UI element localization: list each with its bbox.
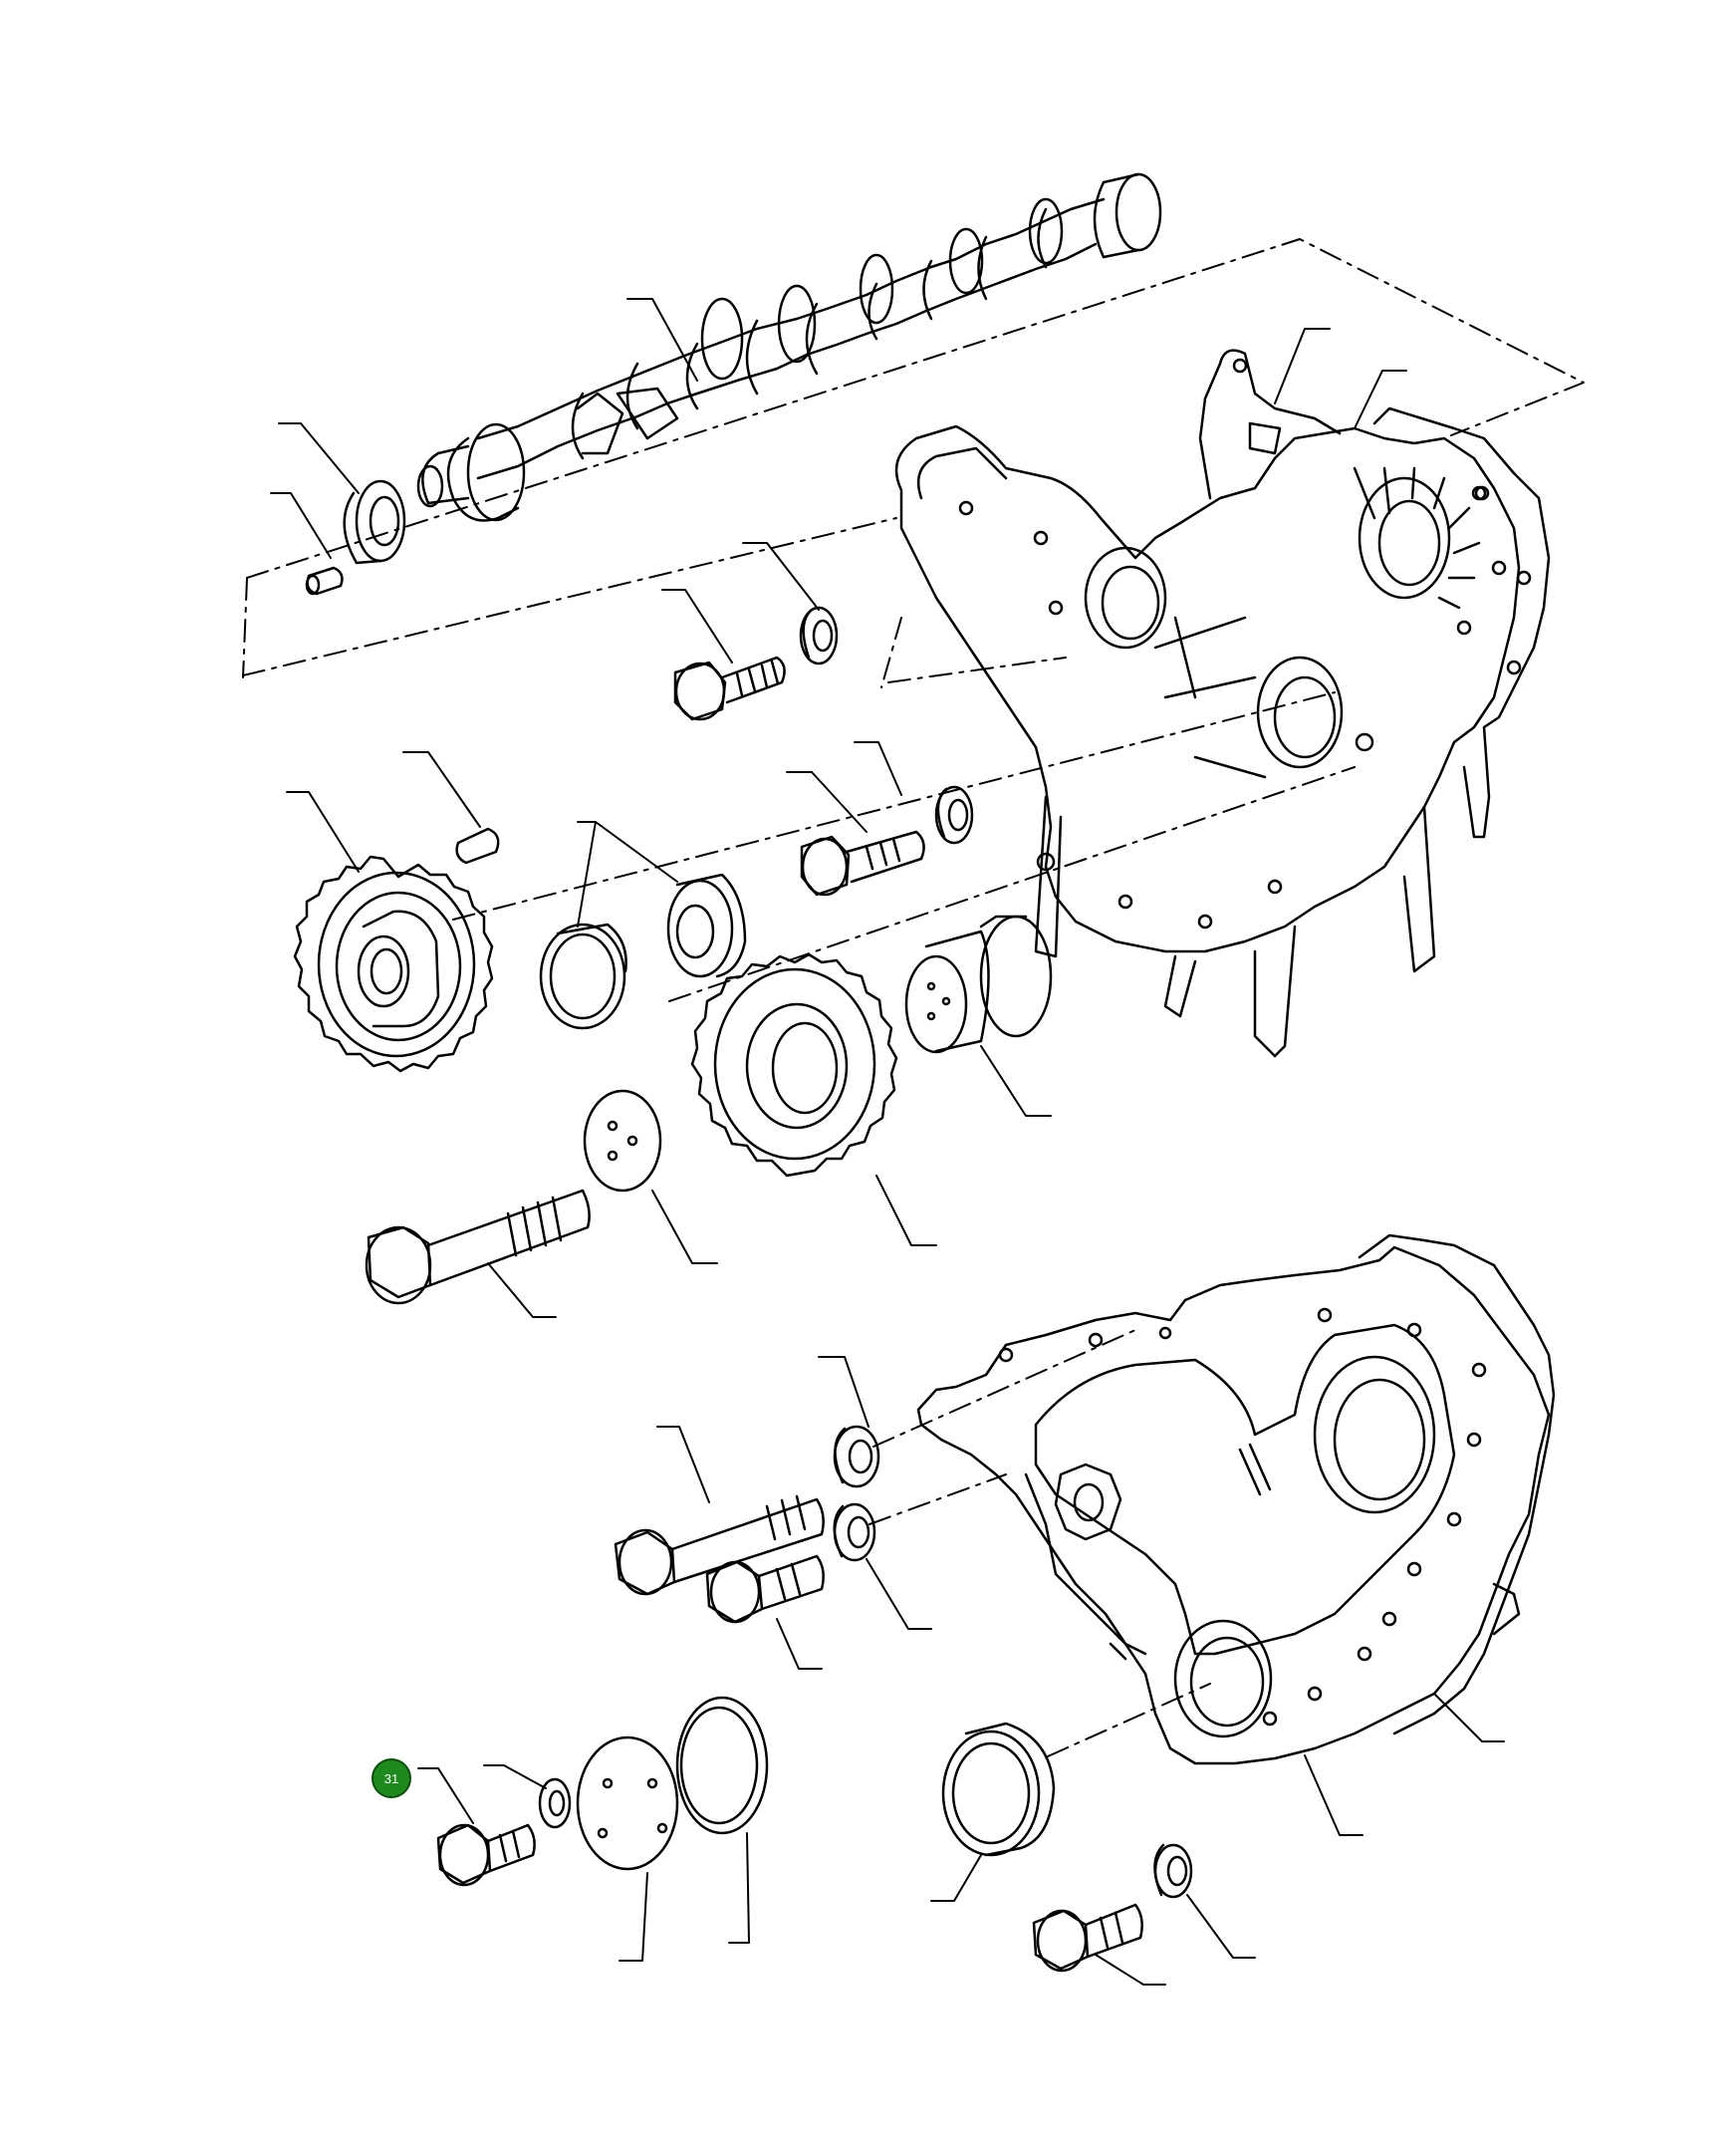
leader-lines — [270, 298, 1505, 1986]
cover-washer — [540, 1779, 570, 1827]
washer-lower-right — [1154, 1845, 1191, 1897]
front-timing-cover — [918, 1235, 1554, 1763]
cover-bolt — [438, 1825, 535, 1885]
long-bolt — [616, 1496, 824, 1594]
cover-gasket — [677, 1698, 767, 1833]
bolt-lower-right — [1034, 1905, 1142, 1971]
reference-lines — [242, 238, 1585, 1757]
idler-gear — [295, 857, 492, 1071]
camshaft-thrust-washer — [345, 481, 404, 563]
idler-bolt — [367, 1191, 590, 1303]
bolt-middle — [802, 832, 924, 895]
washer-lower-1 — [835, 1427, 878, 1486]
woodruff-key — [457, 829, 499, 863]
idler-bush-small — [541, 925, 626, 1028]
cover-plate — [578, 1737, 677, 1869]
washer-middle — [936, 787, 972, 843]
idler-thrust-plate — [585, 1091, 660, 1191]
camshaft-gear — [692, 954, 896, 1176]
idler-hub — [906, 917, 1051, 1052]
oil-seal — [943, 1724, 1054, 1855]
hotspot-label: 31 — [384, 1771, 398, 1786]
camshaft — [418, 174, 1160, 521]
short-bolt — [707, 1556, 824, 1622]
idler-bush-large — [668, 875, 745, 976]
bolt-upper — [675, 658, 785, 719]
woodruff-key-top — [307, 568, 342, 594]
washer-lower-2 — [835, 1504, 874, 1560]
timing-case — [896, 351, 1549, 1056]
washer-upper — [801, 608, 837, 664]
hotspot-badge-31[interactable]: 31 — [372, 1758, 411, 1798]
